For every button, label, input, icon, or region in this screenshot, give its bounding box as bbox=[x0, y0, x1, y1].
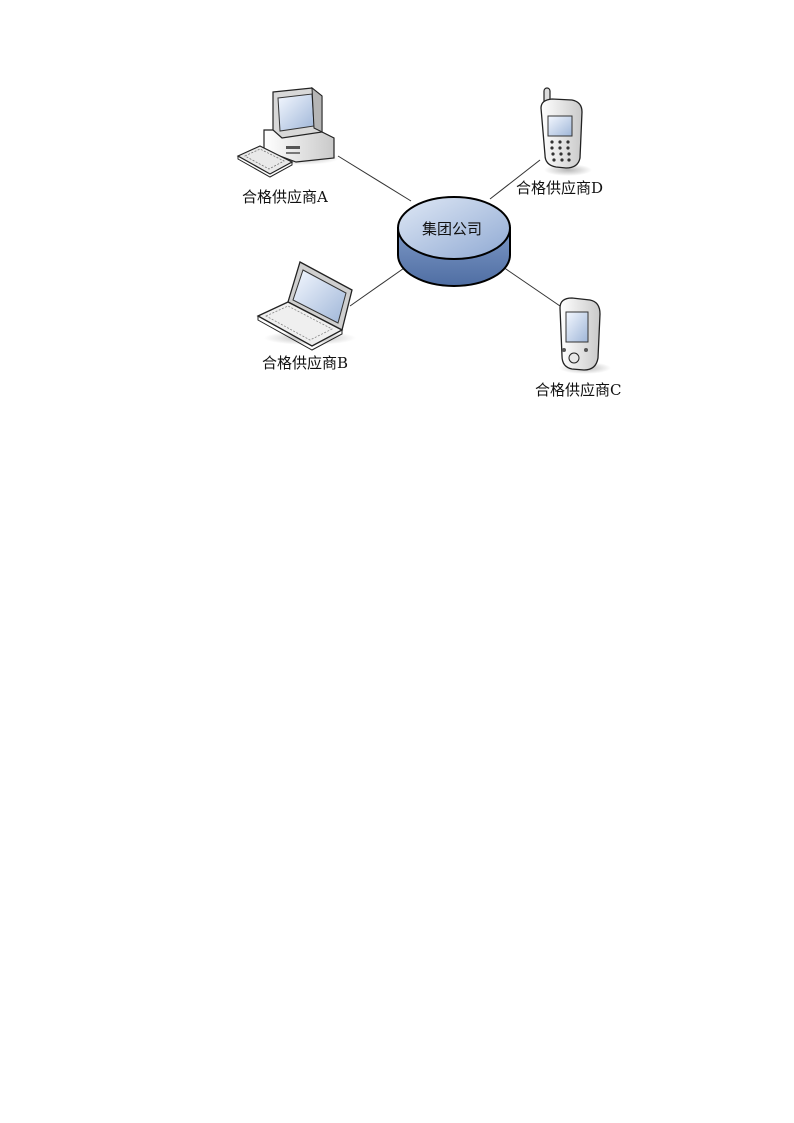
supplier-label-d: 合格供应商D bbox=[516, 179, 604, 197]
connector-c bbox=[502, 266, 561, 307]
supplier-label-b: 合格供应商B bbox=[262, 354, 349, 372]
connector-d bbox=[489, 159, 541, 200]
connector-a bbox=[337, 155, 412, 202]
supplier-label-c: 合格供应商C bbox=[535, 381, 622, 399]
connectors bbox=[337, 155, 561, 307]
desktop-computer-icon bbox=[236, 86, 340, 178]
laptop-icon bbox=[256, 261, 356, 351]
connector-b bbox=[349, 265, 408, 307]
hub-cylinder bbox=[397, 196, 511, 287]
pda-icon bbox=[559, 297, 611, 374]
hub-label: 集团公司 bbox=[422, 220, 483, 238]
mobile-phone-icon bbox=[540, 87, 592, 176]
supplier-label-a: 合格供应商A bbox=[242, 188, 328, 206]
